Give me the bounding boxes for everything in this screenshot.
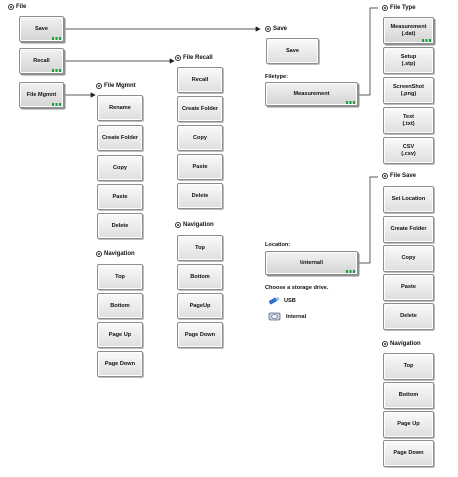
nav-page-down-button[interactable]: Page Down (177, 322, 223, 348)
nav-page-down-button[interactable]: Page Down (97, 351, 143, 377)
menu-icon (382, 341, 388, 347)
menu-icon (175, 222, 181, 228)
file-mgmnt-menu-header: File Mgmnt (96, 83, 136, 89)
file-menu-header: File (8, 4, 26, 10)
save-file-button[interactable]: Save (266, 38, 319, 64)
paste-button[interactable]: Paste (383, 274, 434, 301)
file-recall-menu-header: File Recall (175, 55, 213, 61)
delete-button[interactable]: Delete (97, 213, 143, 239)
menu-icon (382, 173, 388, 179)
menu-icon (265, 26, 271, 32)
submenu-indicator (52, 68, 61, 72)
submenu-indicator (52, 102, 61, 106)
menu-icon (382, 5, 388, 11)
nav-bottom-button[interactable]: Bottom (177, 264, 223, 290)
nav-page-down-button[interactable]: Page Down (383, 440, 434, 467)
filetype-text-option[interactable]: Text (.txt) (383, 107, 434, 134)
copy-button[interactable]: Copy (383, 245, 434, 272)
filetype-label: Filetype: (265, 74, 289, 80)
set-location-button[interactable]: Set Location (383, 186, 434, 213)
nav-top-button[interactable]: Top (97, 264, 143, 290)
location-label: Location: (265, 242, 291, 248)
navigation-header: Navigation (382, 341, 421, 347)
file-mgmnt-button[interactable]: File Mgmnt (19, 82, 64, 108)
menu-icon (8, 4, 14, 10)
create-folder-button[interactable]: Create Folder (97, 125, 143, 151)
paste-button[interactable]: Paste (97, 184, 143, 210)
nav-page-up-button[interactable]: Page Up (97, 322, 143, 348)
nav-top-button[interactable]: Top (177, 235, 223, 261)
location-selector[interactable]: \internal\ (265, 251, 358, 275)
nav-top-button[interactable]: Top (383, 353, 434, 380)
delete-button[interactable]: Delete (383, 303, 434, 330)
filetype-measurement-option[interactable]: Measurement (.dat) (383, 17, 434, 44)
copy-button[interactable]: Copy (97, 155, 143, 181)
copy-button[interactable]: Copy (177, 125, 223, 151)
selected-indicator (422, 38, 431, 42)
usb-drive-icon (268, 296, 280, 305)
nav-page-up-button[interactable]: Page Up (383, 411, 434, 438)
navigation-header: Navigation (175, 222, 214, 228)
nav-bottom-button[interactable]: Bottom (383, 382, 434, 409)
nav-page-up-button[interactable]: PageUp (177, 293, 223, 319)
create-folder-button[interactable]: Create Folder (383, 216, 434, 243)
menu-icon (96, 251, 102, 257)
recall-file-button[interactable]: Recall (177, 67, 223, 93)
internal-drive-option[interactable]: Internal (268, 311, 306, 322)
paste-button[interactable]: Paste (177, 154, 223, 180)
submenu-indicator (346, 100, 355, 104)
create-folder-button[interactable]: Create Folder (177, 96, 223, 122)
filetype-selector[interactable]: Measurement (265, 82, 358, 106)
recall-button[interactable]: Recall (19, 48, 64, 74)
nav-bottom-button[interactable]: Bottom (97, 293, 143, 319)
filetype-screenshot-option[interactable]: ScreenShot (.png) (383, 77, 434, 104)
navigation-header: Navigation (96, 251, 135, 257)
drive-prompt: Choose a storage drive. (265, 285, 329, 291)
usb-drive-option[interactable]: USB (268, 296, 296, 306)
submenu-indicator (346, 269, 355, 273)
submenu-indicator (52, 36, 61, 40)
filetype-csv-option[interactable]: CSV (.csv) (383, 137, 434, 164)
filetype-setup-option[interactable]: Setup (.stp) (383, 47, 434, 74)
file-type-menu-header: File Type (382, 5, 416, 11)
file-save-menu-header: File Save (382, 173, 416, 179)
save-button[interactable]: Save (19, 16, 64, 42)
menu-icon (96, 83, 102, 89)
menu-icon (175, 55, 181, 61)
save-menu-header: Save (265, 26, 287, 32)
rename-button[interactable]: Rename (97, 95, 143, 121)
delete-button[interactable]: Delete (177, 183, 223, 209)
internal-drive-icon (268, 312, 281, 321)
